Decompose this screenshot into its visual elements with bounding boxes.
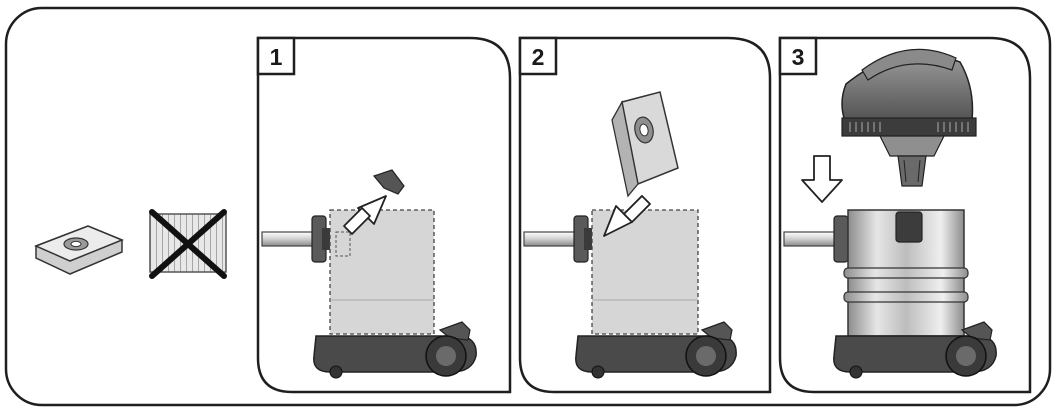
hose [783, 231, 841, 247]
step-number-2: 2 [532, 44, 545, 70]
step-panel-3: 3 [778, 36, 1032, 394]
crossed-filter-icon [149, 209, 227, 279]
arrow-icon [343, 195, 387, 235]
step-panel-1: 1 [256, 36, 512, 394]
handle [861, 48, 957, 81]
dust-bag-icon [34, 225, 124, 275]
step-number-1: 1 [270, 44, 283, 70]
dust-bag-icon [611, 91, 679, 198]
step-panel-2: 2 [518, 36, 772, 394]
motor-head [841, 48, 977, 187]
bag-holder-part [372, 169, 405, 195]
hose [261, 231, 319, 247]
tank-outline [329, 209, 435, 335]
step-number-box-2 [518, 36, 558, 76]
hose-connector [833, 215, 849, 263]
arrow-icon [603, 195, 651, 237]
arrow-icon [801, 155, 843, 203]
steel-tank [843, 209, 969, 337]
step-number-3: 3 [792, 44, 805, 70]
latch [895, 211, 923, 243]
step-number-box-3 [778, 36, 818, 76]
outer-frame [4, 6, 1052, 407]
step-number-box-1 [256, 36, 296, 76]
hose [523, 231, 581, 247]
